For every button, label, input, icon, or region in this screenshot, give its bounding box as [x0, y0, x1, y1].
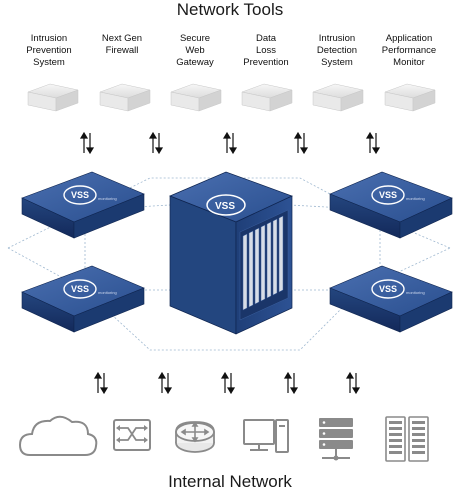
tool-label-ids: Intrusion Detection System: [316, 33, 358, 68]
tool-appliance-apm: [384, 83, 436, 112]
lower-arrows: [93, 371, 361, 395]
bidirectional-arrow-icon: [93, 371, 109, 395]
vss-unit-bottom-right: VSS monitoring: [329, 265, 453, 333]
bidirectional-arrow-icon: [365, 131, 381, 155]
server-rack-icon: [385, 416, 429, 462]
tool-appliance-ngfw: [99, 83, 151, 112]
tool-appliance-dlp: [241, 83, 293, 112]
bidirectional-arrow-icon: [293, 131, 309, 155]
svg-text:monitoring: monitoring: [98, 290, 117, 295]
vss-logo-text: VSS: [379, 190, 397, 200]
bidirectional-arrow-icon: [79, 131, 95, 155]
bidirectional-arrow-icon: [222, 131, 238, 155]
svg-text:monitoring: monitoring: [406, 196, 425, 201]
bidirectional-arrow-icon: [283, 371, 299, 395]
tool-appliance-ips: [27, 83, 79, 112]
vss-unit-bottom-left: VSS monitoring: [21, 265, 145, 333]
tool-appliance-ids: [312, 83, 364, 112]
upper-arrows: [79, 131, 381, 155]
vss-logo-text: VSS: [71, 284, 89, 294]
svg-text:monitoring: monitoring: [98, 196, 117, 201]
network-tools-title: Network Tools: [176, 0, 284, 19]
bidirectional-arrow-icon: [345, 371, 361, 395]
tool-label-swg: Secure Web Gateway: [176, 33, 214, 68]
vss-logo-text: VSS: [71, 190, 89, 200]
tool-label-ips: Intrusion Prevention System: [26, 33, 72, 68]
cloud-icon: [18, 415, 98, 456]
chassis-card-slots: [239, 209, 289, 321]
server-icon: [319, 418, 353, 461]
tool-label-ngfw: Next Gen Firewall: [101, 33, 143, 56]
vss-logo-text: VSS: [215, 201, 235, 212]
vss-chassis-center: VSS: [169, 171, 293, 335]
vss-unit-top-right: VSS monitoring: [329, 171, 453, 239]
switch-icon: [113, 419, 151, 451]
bidirectional-arrow-icon: [220, 371, 236, 395]
vss-logo-text: VSS: [379, 284, 397, 294]
internal-network-title: Internal Network: [168, 472, 292, 491]
router-icon: [175, 421, 215, 453]
svg-text:monitoring: monitoring: [406, 290, 425, 295]
vss-unit-top-left: VSS monitoring: [21, 171, 145, 239]
tool-appliance-swg: [170, 83, 222, 112]
tool-label-dlp: Data Loss Prevention: [243, 33, 289, 68]
bidirectional-arrow-icon: [157, 371, 173, 395]
tool-label-apm: Application Performance Monitor: [381, 33, 437, 68]
workstation-icon: [243, 419, 289, 453]
bidirectional-arrow-icon: [148, 131, 164, 155]
